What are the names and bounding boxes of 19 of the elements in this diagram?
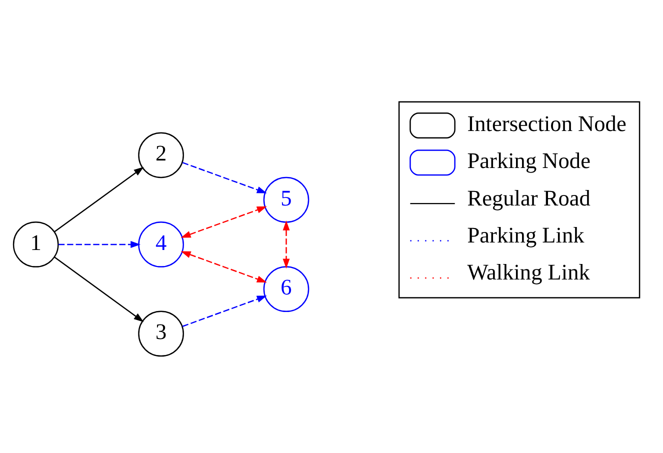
node-circle: 2 <box>138 132 184 178</box>
arrow <box>182 162 267 194</box>
arrow <box>54 256 144 322</box>
arrow <box>58 241 141 248</box>
arrow <box>180 251 267 283</box>
legend-label: Intersection Node <box>467 110 626 136</box>
arrow <box>282 220 290 269</box>
legend-label: Parking Node <box>467 148 590 174</box>
arrow <box>182 296 267 327</box>
legend-label: Walking Link <box>467 260 590 285</box>
node-circle: 3 <box>138 310 184 357</box>
legend-label: Parking Link <box>467 222 584 248</box>
node-circle: 6 <box>263 266 310 312</box>
node-circle: 1 <box>12 222 59 268</box>
node-circle: 4 <box>138 222 184 268</box>
arrow <box>54 166 144 232</box>
arrow <box>180 206 267 238</box>
legend-label: Regular Road <box>467 185 590 210</box>
node-circle: 5 <box>263 176 310 223</box>
